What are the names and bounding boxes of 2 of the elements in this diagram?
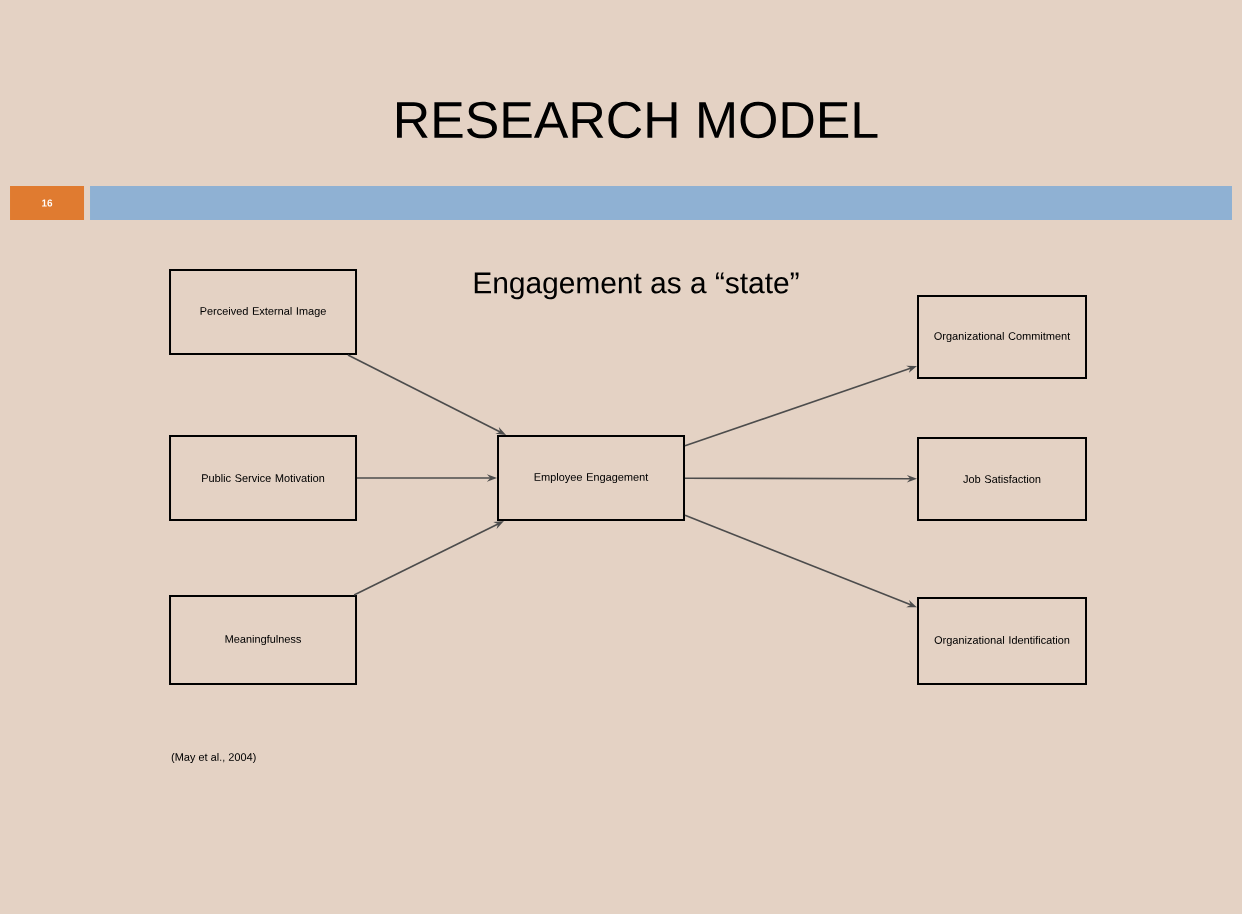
subtitle: Engagement as a “state” <box>474 272 799 300</box>
slide-title: RESEARCH MODEL <box>397 101 878 139</box>
